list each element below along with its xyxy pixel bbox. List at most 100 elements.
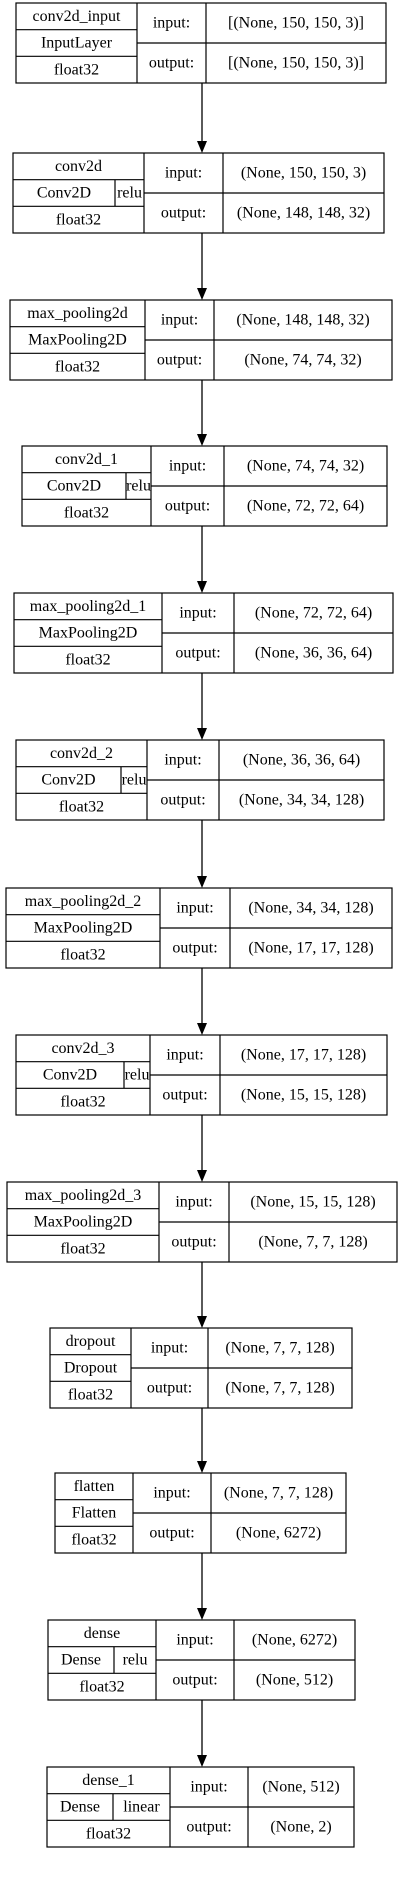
layer-name: max_pooling2d_1	[30, 598, 146, 615]
input-shape: (None, 7, 7, 128)	[224, 1485, 333, 1502]
layer-dtype: float32	[79, 1678, 124, 1695]
layer-dtype: float32	[59, 798, 104, 815]
input-shape: (None, 512)	[262, 1779, 339, 1796]
layer-name: conv2d_2	[50, 745, 113, 762]
arrow-head	[197, 1755, 207, 1767]
input-label: input:	[153, 1485, 190, 1502]
edge-arrow	[197, 526, 207, 593]
output-label: output:	[172, 940, 217, 957]
output-shape: (None, 17, 17, 128)	[248, 940, 373, 957]
layer-dtype: float32	[86, 1825, 131, 1842]
layer-activation: relu	[126, 478, 151, 495]
output-label: output:	[147, 1380, 192, 1397]
edge-arrow	[197, 83, 207, 153]
input-label: input:	[169, 458, 206, 475]
arrow-head	[197, 581, 207, 593]
arrow-head	[197, 141, 207, 153]
arrow-head	[197, 1316, 207, 1328]
layer-node: max_pooling2d_1MaxPooling2Dfloat32input:…	[13, 592, 394, 674]
layer-node: conv2d_inputInputLayerfloat32input:outpu…	[15, 2, 387, 84]
layer-type: Dense	[61, 1652, 101, 1669]
edge-arrow	[197, 673, 207, 740]
edge-arrow	[197, 380, 207, 446]
layer-type: Conv2D	[41, 772, 95, 789]
layer-name: dropout	[66, 1333, 116, 1350]
layer-name: flatten	[74, 1478, 115, 1495]
output-label: output:	[175, 645, 220, 662]
input-label: input:	[176, 900, 213, 917]
layer-node: max_pooling2dMaxPooling2Dfloat32input:ou…	[9, 299, 393, 381]
output-label: output:	[186, 1819, 231, 1836]
output-label: output:	[165, 498, 210, 515]
input-shape: (None, 72, 72, 64)	[255, 605, 372, 622]
input-label: input:	[165, 165, 202, 182]
output-shape: (None, 7, 7, 128)	[225, 1380, 334, 1397]
arrow-head	[197, 1608, 207, 1620]
layer-dtype: float32	[60, 1093, 105, 1110]
arrow-head	[197, 876, 207, 888]
output-label: output:	[162, 1087, 207, 1104]
layer-type: Dropout	[64, 1360, 118, 1377]
arrow-head	[197, 1023, 207, 1035]
edge-arrow	[197, 1408, 207, 1473]
input-shape: (None, 15, 15, 128)	[250, 1194, 375, 1211]
output-label: output:	[149, 55, 194, 72]
output-label: output:	[161, 205, 206, 222]
edge-arrow	[197, 968, 207, 1035]
layer-activation: linear	[123, 1799, 160, 1816]
layer-activation: relu	[122, 772, 147, 789]
output-shape: (None, 15, 15, 128)	[241, 1087, 366, 1104]
layer-node: flattenFlattenfloat32input:output:(None,…	[54, 1472, 347, 1554]
arrow-head	[197, 434, 207, 446]
layer-type: Flatten	[72, 1505, 116, 1522]
layer-dtype: float32	[60, 946, 105, 963]
layer-type: MaxPooling2D	[34, 1214, 133, 1231]
input-shape: (None, 6272)	[252, 1632, 337, 1649]
layer-activation: relu	[125, 1067, 150, 1084]
layer-name: conv2d_3	[51, 1040, 114, 1057]
layer-name: max_pooling2d_3	[25, 1187, 141, 1204]
layer-type: Conv2D	[43, 1067, 97, 1084]
output-label: output:	[160, 792, 205, 809]
output-shape: (None, 36, 36, 64)	[255, 645, 372, 662]
input-shape: (None, 74, 74, 32)	[247, 458, 364, 475]
layer-dtype: float32	[54, 61, 99, 78]
input-shape: (None, 36, 36, 64)	[243, 752, 360, 769]
layer-dtype: float32	[65, 651, 110, 668]
output-shape: (None, 72, 72, 64)	[247, 498, 364, 515]
output-shape: (None, 34, 34, 128)	[239, 792, 364, 809]
layer-activation: relu	[117, 185, 142, 202]
layer-name: dense	[84, 1625, 120, 1642]
layer-dtype: float32	[64, 504, 109, 521]
input-shape: [(None, 150, 150, 3)]	[228, 15, 364, 32]
edge-arrow	[197, 233, 207, 300]
output-shape: (None, 2)	[270, 1819, 331, 1836]
output-label: output:	[157, 352, 202, 369]
layer-type: InputLayer	[41, 35, 113, 52]
layer-name: conv2d	[55, 158, 102, 175]
output-shape: (None, 74, 74, 32)	[244, 352, 361, 369]
output-shape: (None, 512)	[256, 1672, 333, 1689]
layer-name: max_pooling2d	[27, 305, 127, 322]
layer-name: conv2d_1	[55, 451, 118, 468]
input-label: input:	[179, 605, 216, 622]
edge-arrow	[197, 1700, 207, 1767]
layer-dtype: float32	[55, 358, 100, 375]
output-shape: (None, 7, 7, 128)	[258, 1234, 367, 1251]
layer-type: Conv2D	[37, 185, 91, 202]
arrow-head	[197, 728, 207, 740]
input-label: input:	[190, 1779, 227, 1796]
input-shape: (None, 7, 7, 128)	[225, 1340, 334, 1357]
edge-arrow	[197, 1553, 207, 1620]
output-label: output:	[149, 1525, 194, 1542]
layer-type: Conv2D	[47, 478, 101, 495]
layer-type: MaxPooling2D	[28, 332, 127, 349]
output-shape: (None, 6272)	[236, 1525, 321, 1542]
edge-arrow	[197, 820, 207, 888]
layer-activation: relu	[123, 1652, 148, 1669]
layer-name: conv2d_input	[33, 8, 122, 25]
